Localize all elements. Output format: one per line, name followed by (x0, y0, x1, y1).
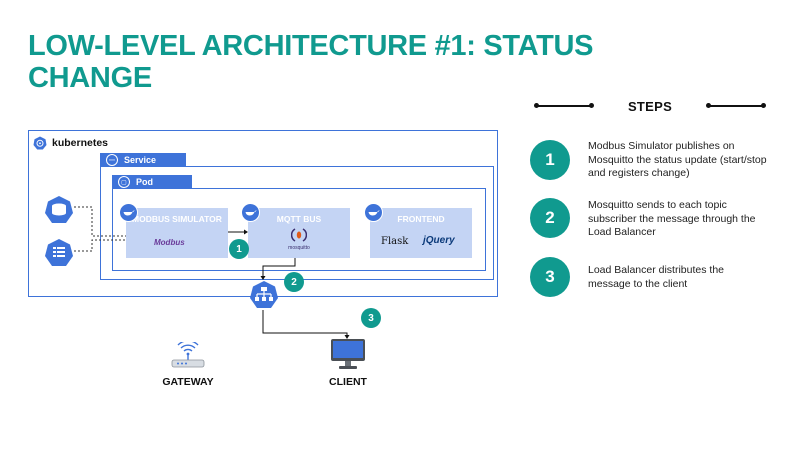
arrow-head-2 (260, 276, 266, 280)
mosquitto-logo: mosquitto (288, 245, 310, 251)
marker-2: 2 (284, 272, 304, 292)
marker-3: 3 (361, 308, 381, 328)
slide-title-line1: LOW-LEVEL ARCHITECTURE #1: STATUS (28, 30, 594, 62)
kubernetes-label: kubernetes (52, 137, 109, 149)
mqtt-bus-container: MQTT BUS mosquitto (248, 208, 350, 258)
database-icon (45, 196, 73, 223)
mqtt-bus-title: MQTT BUS (276, 214, 322, 224)
steps-header: STEPS (534, 96, 766, 116)
router-icon (171, 342, 205, 368)
marker-1: 1 (229, 239, 249, 259)
step-1-text: Modbus Simulator publishes on Mosquitto … (588, 140, 767, 179)
pod-tab: ▢ Pod (112, 175, 192, 189)
arrow-lb-to-client (262, 310, 348, 337)
slide-title-line2: CHANGE (28, 62, 152, 94)
steps-header-line-right (706, 103, 766, 108)
docker-icon (364, 203, 383, 222)
modbus-simulator-container: MODBUS SIMULATOR Modbus (126, 208, 228, 258)
config-connector (74, 239, 126, 252)
jquery-logo: jQuery (423, 235, 455, 246)
modbus-simulator-title: MODBUS SIMULATOR (132, 214, 222, 224)
monitor-icon (331, 339, 365, 369)
frontend-title: FRONTEND (397, 214, 445, 224)
pod-box (112, 188, 486, 271)
database-connector (74, 206, 126, 237)
slide-title: LOW-LEVEL ARCHITECTURE #1: STATUS CHANGE (28, 30, 668, 94)
mosquitto-icon (291, 228, 307, 242)
service-label: Service (124, 155, 157, 165)
arrow-mqtt-to-lb (262, 258, 296, 278)
client-label: CLIENT (329, 376, 367, 388)
step-1-circle: 1 (530, 140, 570, 180)
step-3-text: Load Balancer distributes the message to… (588, 264, 725, 290)
step-2-circle: 2 (530, 198, 570, 238)
flask-logo: Flask (381, 236, 409, 247)
arrow-head-3 (344, 335, 350, 339)
load-balancer-icon (250, 281, 278, 308)
step-2-text: Mosquitto sends to each topic subscriber… (588, 199, 756, 238)
pod-icon: ▢ (118, 176, 130, 188)
arrow-head-1 (244, 229, 248, 235)
modbus-logo: Modbus (154, 238, 185, 247)
kubernetes-icon (33, 136, 47, 150)
frontend-container: FRONTEND Flask jQuery (370, 208, 472, 258)
pod-label: Pod (136, 177, 153, 187)
service-tab: ⋯ Service (100, 153, 186, 167)
step-3-circle: 3 (530, 257, 570, 297)
steps-header-line-left (534, 103, 594, 108)
config-icon (45, 239, 73, 266)
steps-heading: STEPS (627, 98, 673, 114)
docker-icon (241, 203, 260, 222)
gateway-label: GATEWAY (162, 376, 214, 388)
service-icon: ⋯ (106, 154, 118, 166)
docker-icon (119, 203, 138, 222)
